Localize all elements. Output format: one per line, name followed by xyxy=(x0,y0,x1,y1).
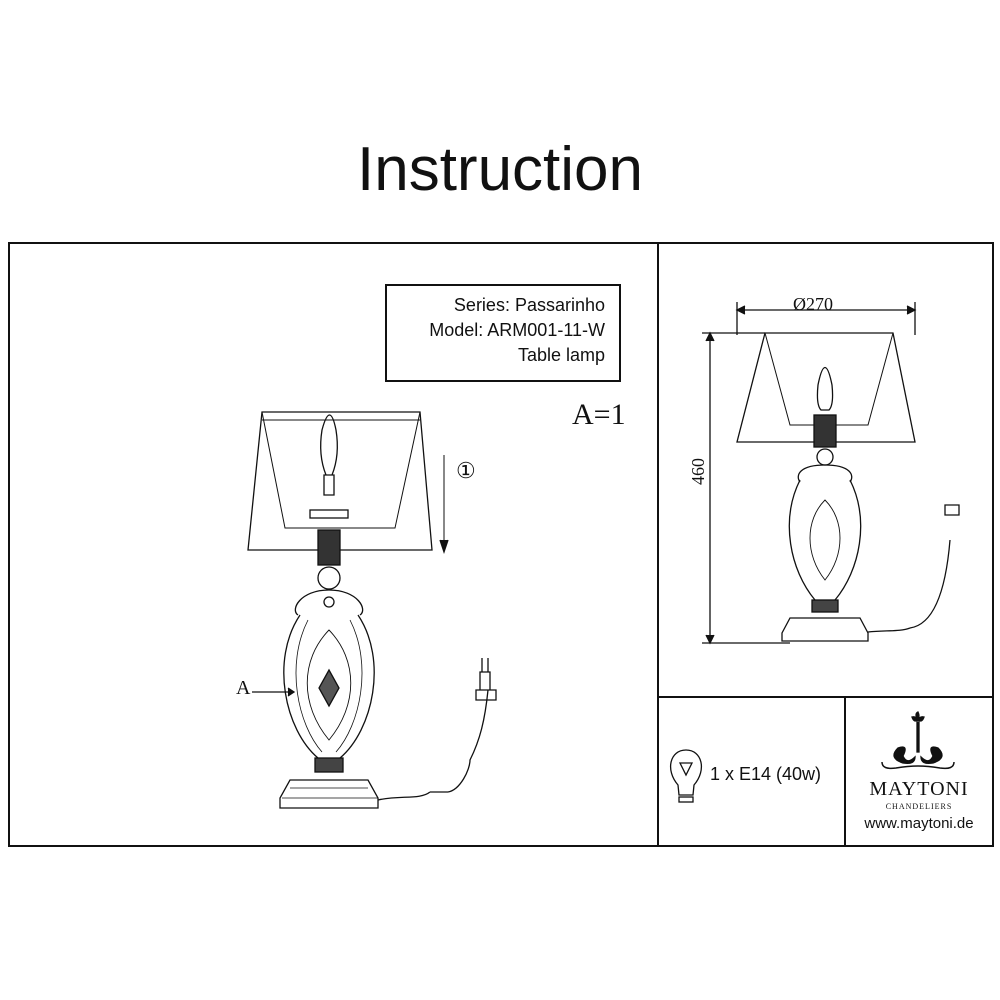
series-label: Series: Passarinho xyxy=(453,295,605,315)
assembly-lamp-drawing xyxy=(247,411,497,809)
part-label: A xyxy=(236,677,251,699)
light-bulb-icon xyxy=(669,749,703,803)
bulb-spec: 1 x E14 (40w) xyxy=(710,764,822,784)
divider-vertical xyxy=(657,242,659,845)
instruction-frame xyxy=(8,242,994,847)
model-label: Model: ARM001-11-W xyxy=(429,320,605,340)
diameter-dimension: Ø270 xyxy=(793,294,833,314)
dimension-lamp-drawing xyxy=(702,302,960,645)
part-count: A=1 xyxy=(572,398,626,431)
divider-horizontal xyxy=(659,696,992,698)
brand-tagline: CHANDELIERS xyxy=(885,802,953,811)
product-info-box: Series: Passarinho Model: ARM001-11-W Ta… xyxy=(385,284,621,382)
page-title: Instruction xyxy=(356,135,644,204)
brand-url[interactable]: www.maytoni.de xyxy=(864,815,974,832)
divider-bottom xyxy=(844,697,846,845)
height-dimension: 460 xyxy=(688,458,708,485)
maytoni-logo-icon xyxy=(881,711,955,770)
product-type-label: Table lamp xyxy=(517,345,605,365)
step-marker: ① xyxy=(456,458,476,483)
brand-name: MAYTONI xyxy=(869,778,969,800)
